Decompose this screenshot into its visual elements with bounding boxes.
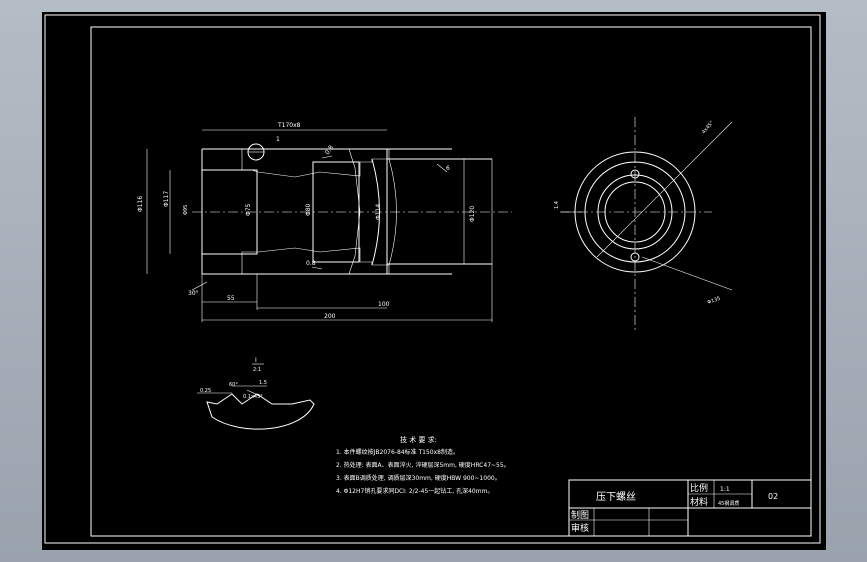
- num-6-text: 6: [446, 165, 450, 172]
- dim-inner-text: Φ117: [163, 191, 170, 207]
- body-outline: [202, 148, 388, 275]
- tol1-text: 0.8: [324, 144, 335, 156]
- end-ann1: 1.4: [554, 201, 560, 209]
- dim-top-text: T170x8: [277, 122, 301, 129]
- dim-mid2-text: Φ80: [305, 203, 312, 216]
- tol2-text: 0.8: [306, 260, 316, 267]
- end-ann2: Φ135: [707, 296, 722, 306]
- detail-b-text: 1.5: [259, 380, 267, 386]
- title-block: 压下螺丝 比例 1:1 材料 45钢调质 02 制图 审核: [568, 479, 812, 537]
- technical-notes: 技 术 要 求: 1. 本件螺纹按JB2076-84标准 T150x8制造。 2…: [336, 435, 510, 495]
- main-section-view: T170x8 1 6 Φ116 Φ117 Φ95 Φ75 Φ80 Φ114 Φ1…: [137, 122, 512, 322]
- part-name: 压下螺丝: [596, 491, 636, 503]
- dim-small-text: Φ95: [183, 205, 189, 215]
- material-label: 材料: [690, 496, 708, 508]
- leader-6: [436, 163, 448, 173]
- drawing-sheet: T170x8 1 6 Φ116 Φ117 Φ95 Φ75 Φ80 Φ114 Φ1…: [42, 12, 826, 550]
- end-leader-diag: [596, 121, 733, 258]
- scale-value: 1:1: [720, 486, 730, 493]
- cad-drawing: T170x8 1 6 Φ116 Φ117 Φ95 Φ75 Φ80 Φ114 Φ1…: [44, 14, 821, 544]
- scale-label: 比例: [690, 482, 708, 494]
- detail-view: I 2:1 0.25 1.5 60° 0.1x45°: [197, 357, 315, 430]
- detail-leader3: [246, 389, 263, 398]
- section-scale-text: 2:1: [253, 367, 261, 373]
- dim-100-text: 100: [378, 301, 390, 308]
- sheet-outer-border: [44, 14, 821, 544]
- drawing-frame: [90, 26, 812, 537]
- end-ann3: 4x45°: [701, 120, 716, 136]
- drawing-number: 02: [768, 492, 778, 501]
- end-leader-pin: [641, 256, 733, 291]
- dim-left-text: Φ116: [137, 196, 144, 212]
- detail-c-text: 60°: [229, 382, 238, 388]
- note-1: 1. 本件螺纹按JB2076-84标准 T150x8制造。: [336, 448, 459, 456]
- end-view: 1.4 Φ135 4x45°: [554, 117, 733, 330]
- leader-tol2: [311, 266, 323, 270]
- dim-side-text: Φ114: [375, 204, 382, 220]
- note-3: 3. 表面B调质处理, 调质层深30mm, 硬度HBW 900~1000。: [336, 474, 501, 482]
- detail-a-text: 0.25: [200, 388, 211, 394]
- section-mark-text: I: [255, 357, 257, 364]
- material-value: 45钢调质: [718, 500, 739, 507]
- angle-leader: [191, 281, 208, 291]
- note-2: 2. 热处理: 表面A、表面淬火, 淬硬层深5mm, 硬度HRC47~55。: [336, 461, 510, 469]
- drawn-label: 制图: [571, 509, 589, 521]
- dim-right-text: Φ120: [469, 206, 476, 222]
- detail-hatch: [206, 393, 315, 430]
- dim-200-text: 200: [324, 313, 336, 320]
- checked-label: 审核: [571, 522, 589, 534]
- num-1-text: 1: [276, 136, 280, 143]
- leader-tol1: [321, 155, 333, 159]
- notes-title: 技 术 要 求:: [400, 435, 437, 444]
- detail-d-text: 0.1x45°: [243, 394, 263, 400]
- angle-text: 30°: [188, 290, 199, 297]
- note-4: 4. Φ12H7销孔要求同DCI: 2/2-45一起钻工, 孔深40mm。: [336, 487, 493, 495]
- dim-55-text: 55: [227, 295, 235, 302]
- dim-mid-text: Φ75: [245, 203, 252, 216]
